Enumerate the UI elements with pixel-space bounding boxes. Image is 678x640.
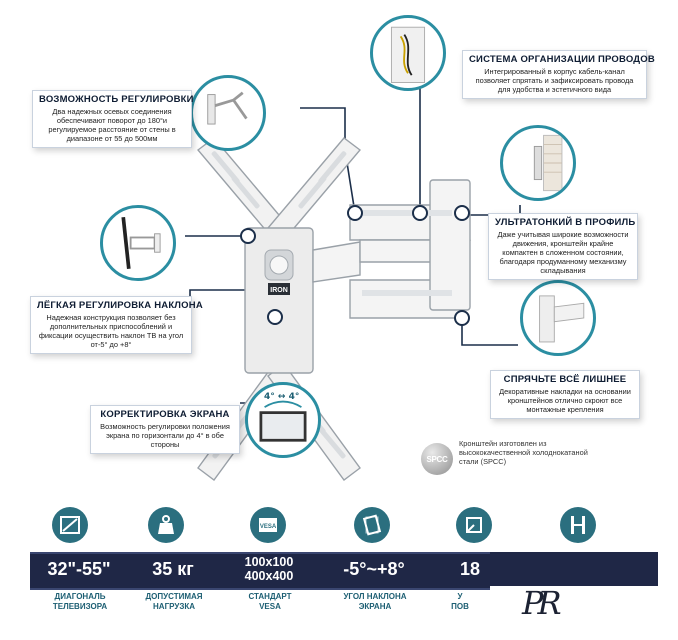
spec-tilt-value: -5°~+8° [343, 559, 405, 579]
hide-image-icon [539, 295, 585, 343]
callout-cables: СИСТЕМА ОРГАНИЗАЦИИ ПРОВОДОВ Интегрирова… [462, 50, 655, 99]
weight-icon [148, 507, 184, 543]
ultrathin-image-icon [533, 134, 563, 192]
thumb-screen [245, 382, 321, 458]
spcc-text: Кронштейн изготовлен из высококачественн… [459, 439, 588, 466]
callout-screen-title: КОРРЕКТИРОВКА ЭКРАНА [100, 409, 230, 420]
rotation-icon [456, 507, 492, 543]
tilt-image-icon [121, 217, 161, 269]
callout-adjust-title: ВОЗМОЖНОСТЬ РЕГУЛИРОВКИ [39, 94, 194, 105]
callout-screen-desc: Возможность регулировки положения экрана… [100, 422, 230, 449]
arm-shading [362, 210, 452, 296]
screen-angle-badge: 4° ↔ 4° [264, 392, 300, 402]
plate-hole [269, 255, 289, 275]
distance-icon [560, 507, 596, 543]
spec-rotation-value: 18 [459, 559, 481, 579]
center-plate [244, 227, 314, 374]
thumb-hide [520, 280, 596, 356]
callout-cables-title: СИСТЕМА ОРГАНИЗАЦИИ ПРОВОДОВ [469, 54, 655, 65]
thumb-adjust [190, 75, 266, 151]
callout-adjust-desc: Два надежных осевых соединения обеспечив… [48, 107, 176, 143]
cables-image-icon [390, 26, 426, 83]
diagonal-icon [52, 507, 88, 543]
spcc-logo: SPCC [421, 443, 453, 475]
screen-image-icon [259, 400, 307, 442]
articulating-arms [312, 179, 471, 319]
brand-text: IRON [270, 287, 288, 294]
callout-adjust: ВОЗМОЖНОСТЬ РЕГУЛИРОВКИ Два надежных осе… [32, 90, 194, 148]
brand-tag [268, 283, 290, 295]
callout-hide-title: СПРЯЧЬТЕ ВСЁ ЛИШНЕЕ [503, 374, 627, 385]
thumb-cables [370, 15, 446, 91]
callout-tilt: ЛЁГКАЯ РЕГУЛИРОВКА НАКЛОНА Надежная конс… [30, 296, 203, 354]
adjust-image-icon [207, 91, 248, 125]
watermark-logo: PR [522, 584, 562, 622]
thumb-ultrathin [500, 125, 576, 201]
spec-diagonal-value: 32"-55" [47, 559, 111, 579]
markers [240, 205, 470, 326]
vesa-icon: VESA [250, 507, 286, 543]
callout-hide: СПРЯЧЬТЕ ВСЁ ЛИШНЕЕ Декоративные накладк… [490, 370, 640, 419]
callout-ultrathin-title: УЛЬТРАТОНКИЙ В ПРОФИЛЬ [495, 217, 636, 228]
callout-tilt-title: ЛЁГКАЯ РЕГУЛИРОВКА НАКЛОНА [37, 300, 203, 311]
callout-ultrathin-desc: Даже учитывая широкие возможности движен… [497, 230, 629, 275]
callout-screen: КОРРЕКТИРОВКА ЭКРАНА Возможность регулир… [90, 405, 240, 454]
bar-right [490, 552, 658, 586]
spec-vesa-value-2: 400x400 [244, 569, 294, 583]
callout-cables-desc: Интегрированный в корпус кабель-канал по… [475, 67, 634, 94]
callout-tilt-desc: Надежная конструкция позволяет без допол… [38, 313, 184, 349]
spec-load-value: 35 кг [152, 559, 194, 579]
tilt-angle-icon [354, 507, 390, 543]
callout-hide-desc: Декоративные накладки на основании кронш… [499, 387, 631, 414]
spec-vesa-value-1: 100x100 [244, 555, 294, 569]
callout-ultrathin: УЛЬТРАТОНКИЙ В ПРОФИЛЬ Даже учитывая шир… [488, 213, 638, 280]
vesa-icon-text: VESA [260, 524, 277, 530]
watermark-area [490, 586, 678, 640]
thumb-tilt [100, 205, 176, 281]
